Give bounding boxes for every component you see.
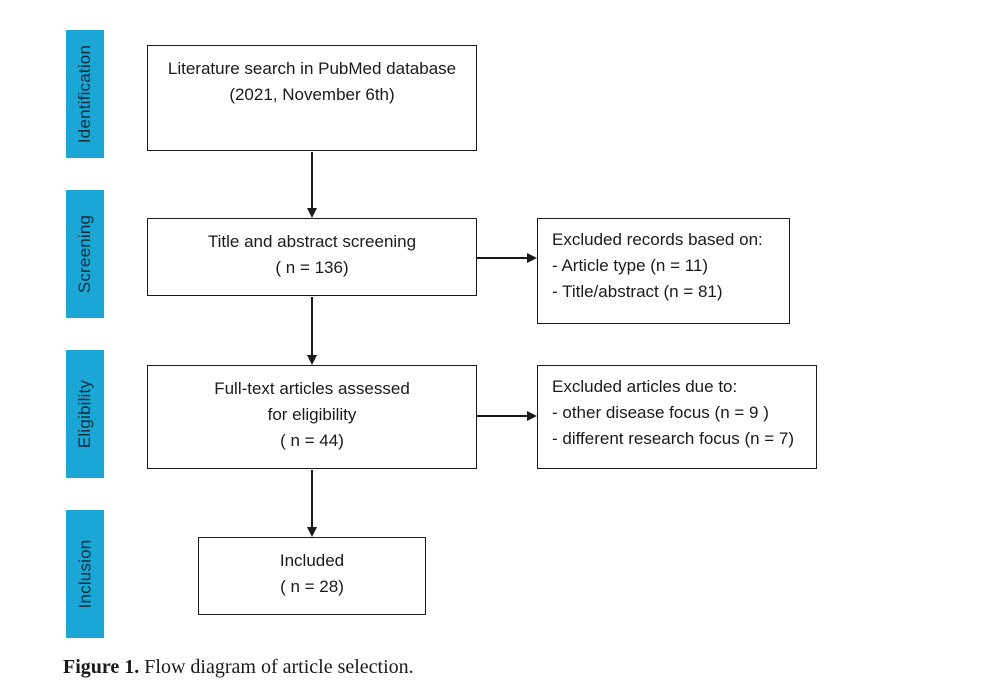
phase-inclusion: Inclusion — [66, 510, 104, 638]
figure-caption-text: Flow diagram of article selection. — [139, 656, 414, 678]
fulltext-box-line1: Full-text articles assessed — [214, 379, 410, 398]
phase-eligibility: Eligibility — [66, 350, 104, 478]
excluded-records-header: Excluded records based on: — [552, 230, 763, 249]
screening-box-line2: ( n = 136) — [275, 258, 349, 277]
search-box-line2: (2021, November 6th) — [229, 85, 395, 104]
included-box-line2: ( n = 28) — [280, 577, 344, 596]
excluded-articles-header: Excluded articles due to: — [552, 377, 738, 396]
fulltext-box-line3: ( n = 44) — [280, 431, 344, 450]
screening-box-line1: Title and abstract screening — [207, 232, 417, 251]
search-box: Literature search in PubMed database (20… — [147, 45, 477, 151]
figure-caption-label: Figure 1. — [63, 656, 140, 678]
excluded-records-box: Excluded records based on: - Article typ… — [537, 218, 790, 324]
excluded-articles-item-research: - different research focus (n = 7) — [552, 429, 795, 448]
phase-screening: Screening — [66, 190, 104, 318]
excluded-records-item-article-type: - Article type (n = 11) — [552, 256, 709, 275]
phase-identification: Identification — [66, 30, 104, 158]
figure-caption: Figure 1. Flow diagram of article select… — [63, 656, 414, 679]
included-box-line1: Included — [279, 551, 345, 570]
excluded-records-item-title-abstract: - Title/abstract (n = 81) — [552, 282, 723, 301]
search-box-line1: Literature search in PubMed database — [167, 59, 457, 78]
excluded-articles-item-disease: - other disease focus (n = 9 ) — [552, 403, 769, 422]
screening-box: Title and abstract screening ( n = 136) — [147, 218, 477, 296]
excluded-articles-box: Excluded articles due to: - other diseas… — [537, 365, 817, 469]
fulltext-box-line2: for eligibility — [267, 405, 357, 424]
included-box: Included ( n = 28) — [198, 537, 426, 615]
fulltext-box: Full-text articles assessed for eligibil… — [147, 365, 477, 469]
